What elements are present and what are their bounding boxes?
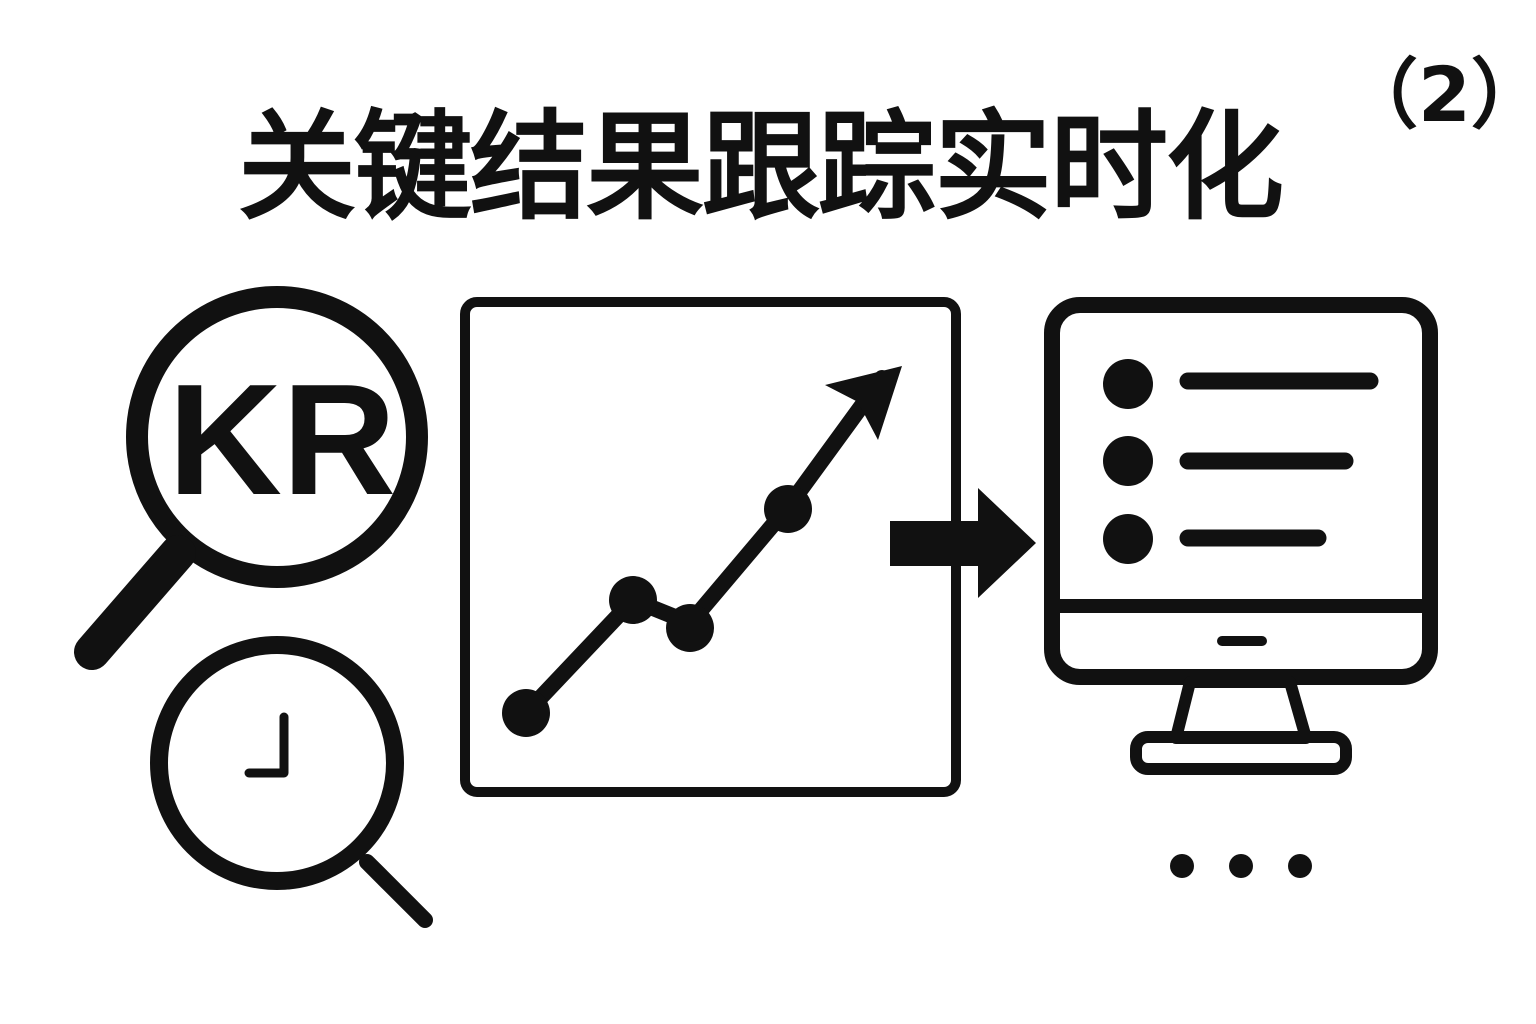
clock-magnifier-icon bbox=[150, 636, 433, 928]
trend-chart-icon bbox=[460, 297, 961, 797]
ellipsis-icon bbox=[1170, 854, 1312, 878]
monitor-list-icon bbox=[1044, 297, 1438, 775]
kr-label: KR bbox=[168, 352, 396, 528]
right-arrow-icon bbox=[890, 488, 1036, 598]
page-title: 关键结果跟踪实时化 bbox=[237, 98, 1284, 236]
kr-magnifier-icon: KR bbox=[74, 286, 428, 670]
part-number: （2） bbox=[1342, 50, 1536, 139]
